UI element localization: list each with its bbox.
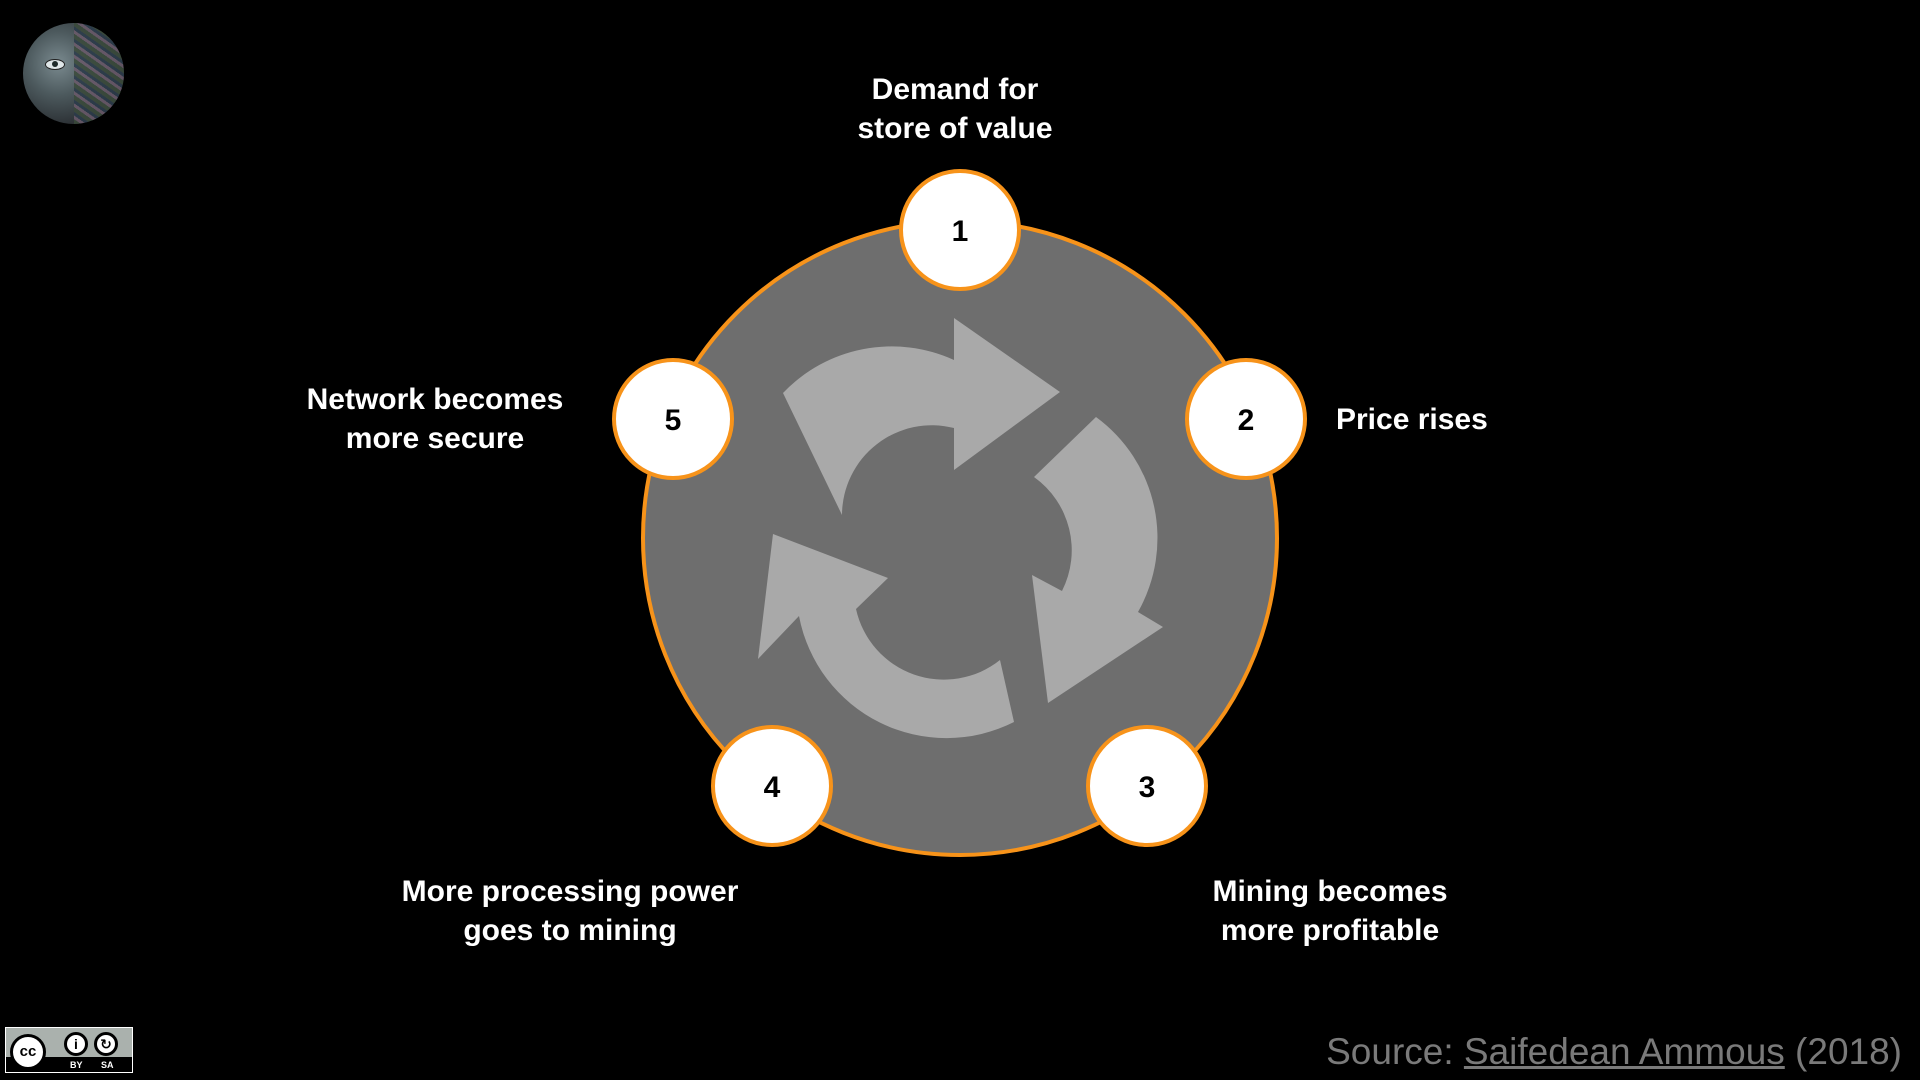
step-number-3: 3 bbox=[1139, 771, 1156, 804]
cc-logo-icon: cc bbox=[10, 1034, 46, 1070]
step-number-4: 4 bbox=[764, 771, 781, 804]
source-citation: Source: Saifedean Ammous (2018) bbox=[1326, 1030, 1902, 1074]
step-node-4: 4 bbox=[711, 725, 833, 847]
step-node-1: 1 bbox=[899, 169, 1021, 291]
avatar-eye bbox=[45, 59, 65, 70]
step-label-2-line-1: Price rises bbox=[1336, 403, 1488, 436]
step-label-3: Mining becomes more profitable bbox=[1150, 872, 1510, 950]
step-node-5: 5 bbox=[612, 358, 734, 480]
cycle-arrows-icon bbox=[758, 318, 1163, 739]
step-label-3-line-2: more profitable bbox=[1220, 914, 1440, 947]
step-label-1-line-2: store of value bbox=[857, 112, 1053, 145]
step-number-2: 2 bbox=[1238, 404, 1255, 437]
cc-by-label: BY bbox=[70, 1060, 83, 1070]
step-label-1: Demand for store of value bbox=[790, 70, 1120, 148]
step-label-3-line-1: Mining becomes bbox=[1212, 875, 1448, 908]
cc-by-icon: i bbox=[64, 1032, 88, 1056]
step-label-4-line-2: goes to mining bbox=[463, 914, 677, 947]
cc-by-sa-icon: cc i ↻ BY SA bbox=[5, 1027, 133, 1073]
step-label-4-line-1: More processing power bbox=[401, 875, 739, 908]
step-label-5-line-1: Network becomes bbox=[306, 383, 564, 416]
step-label-4: More processing power goes to mining bbox=[350, 872, 790, 950]
cc-sa-label: SA bbox=[101, 1060, 114, 1070]
cc-sa-icon: ↻ bbox=[94, 1032, 118, 1056]
avatar-pattern bbox=[73, 23, 124, 124]
step-label-5: Network becomes more secure bbox=[280, 380, 590, 458]
step-label-5-line-2: more secure bbox=[345, 422, 525, 455]
step-number-1: 1 bbox=[952, 215, 969, 248]
step-node-3: 3 bbox=[1086, 725, 1208, 847]
author-avatar bbox=[23, 23, 124, 124]
source-suffix: (2018) bbox=[1784, 1031, 1902, 1072]
step-label-2: Price rises bbox=[1336, 400, 1636, 439]
step-label-1-line-1: Demand for bbox=[871, 73, 1039, 106]
source-author-link[interactable]: Saifedean Ammous bbox=[1463, 1031, 1785, 1072]
step-number-5: 5 bbox=[665, 404, 682, 437]
step-node-2: 2 bbox=[1185, 358, 1307, 480]
source-prefix: Source: bbox=[1326, 1031, 1464, 1072]
